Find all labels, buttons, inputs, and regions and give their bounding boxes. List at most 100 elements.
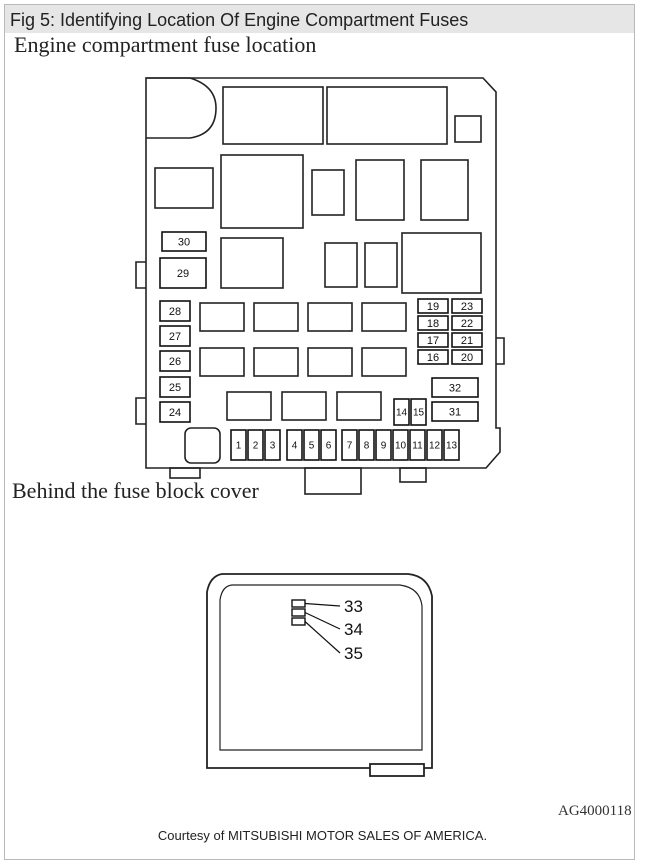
cover-fuse-33: 33 xyxy=(291,597,363,616)
relay-right-1 xyxy=(355,159,405,221)
fuse-label: 26 xyxy=(169,356,181,368)
fuse-label: 19 xyxy=(427,301,439,313)
fuse-block-foot-center xyxy=(304,467,362,495)
cover-fuse-35: 35 xyxy=(291,617,363,663)
fuse-label: 30 xyxy=(178,236,190,248)
fuse-23: 23 xyxy=(451,298,483,314)
relay-row3-3 xyxy=(336,391,382,421)
fuse-17: 17 xyxy=(417,332,449,348)
relay-small-top-right xyxy=(454,115,482,143)
relay-mid-1 xyxy=(324,242,358,288)
fuse-20: 20 xyxy=(451,349,483,365)
relay-row2-1 xyxy=(199,347,245,377)
fuse-30: 30 xyxy=(161,231,207,252)
fuse-label: 6 xyxy=(326,441,332,452)
figure-title: Fig 5: Identifying Location Of Engine Co… xyxy=(10,10,469,30)
fuse-label: 24 xyxy=(169,407,181,419)
relay-row1-3 xyxy=(307,302,353,332)
fuse-4: 4 xyxy=(286,429,303,461)
fuse-3: 3 xyxy=(264,429,281,461)
fuse-label: 21 xyxy=(461,335,473,347)
fuse-label: 11 xyxy=(412,441,423,452)
fuse-label: 7 xyxy=(347,441,353,452)
fuse-6: 6 xyxy=(320,429,337,461)
title-bar xyxy=(5,5,634,33)
relay-center-large xyxy=(220,154,304,229)
corner-cutout xyxy=(146,77,217,139)
fuse-label: 16 xyxy=(427,352,439,364)
fuse-label: 12 xyxy=(429,441,441,452)
fuse-label: 9 xyxy=(381,441,387,452)
fuse-label: 8 xyxy=(364,441,370,452)
fuse-block-outline xyxy=(145,77,501,469)
cover-fuse-label: 33 xyxy=(344,597,363,616)
relay-row1-1 xyxy=(199,302,245,332)
fuse-label: 32 xyxy=(449,382,461,394)
relay-top-1 xyxy=(222,86,324,145)
fuse-13: 13 xyxy=(443,429,460,461)
fuse-9: 9 xyxy=(375,429,392,461)
fuse-22: 22 xyxy=(451,315,483,331)
fuse-label: 23 xyxy=(461,301,473,313)
fuse-label: 22 xyxy=(461,318,473,330)
cover-latch xyxy=(369,763,425,777)
fuse-11: 11 xyxy=(409,429,426,461)
relay-row3-1 xyxy=(226,391,272,421)
relay-row2-2 xyxy=(253,347,299,377)
fuse-label: 25 xyxy=(169,382,181,394)
fuse-block-foot-right xyxy=(399,467,427,483)
fuse-label: 10 xyxy=(395,441,407,452)
fuse-label: 17 xyxy=(427,335,439,347)
fuse-label: 5 xyxy=(309,441,315,452)
fuse-label: 4 xyxy=(292,441,298,452)
fuse-14: 14 xyxy=(393,398,410,426)
fuse-label: 29 xyxy=(177,268,189,280)
fuse-label: 31 xyxy=(449,406,461,418)
fuse-block-tab-left-a xyxy=(135,261,146,289)
relay-mid-right xyxy=(401,232,482,294)
fuse-label: 20 xyxy=(461,352,473,364)
fuse-label: 2 xyxy=(253,441,259,452)
fuse-8: 8 xyxy=(358,429,375,461)
fuse-1: 1 xyxy=(230,429,247,461)
fuse-2: 2 xyxy=(247,429,264,461)
fuse-block-tab-right xyxy=(496,337,505,365)
bottom-left-block xyxy=(184,427,221,464)
image-code: AG4000118 xyxy=(558,803,632,819)
fuse-25: 25 xyxy=(159,376,191,398)
relay-left xyxy=(154,167,214,209)
cover-heading: Behind the fuse block cover xyxy=(12,478,259,503)
fuse-28: 28 xyxy=(159,300,191,322)
fuse-19: 19 xyxy=(417,298,449,314)
fuse-label: 3 xyxy=(270,441,276,452)
relay-row3-2 xyxy=(281,391,327,421)
fuse-10: 10 xyxy=(392,429,409,461)
fuse-label: 28 xyxy=(169,306,181,318)
relay-row1-2 xyxy=(253,302,299,332)
relay-right-2 xyxy=(420,159,469,221)
fuse-label: 18 xyxy=(427,318,439,330)
fuse-block-foot-left xyxy=(169,467,201,479)
fuse-5: 5 xyxy=(303,429,320,461)
relay-row2-4 xyxy=(361,347,407,377)
relay-top-2 xyxy=(326,86,448,145)
cover-outline-outer xyxy=(206,573,433,769)
fuse-7: 7 xyxy=(341,429,358,461)
fuse-15: 15 xyxy=(410,398,427,426)
fuse-18: 18 xyxy=(417,315,449,331)
fuse-24: 24 xyxy=(159,401,191,423)
fuse-label: 14 xyxy=(396,408,408,419)
cover-outline-inner xyxy=(219,584,423,751)
fuse-block-tab-left-b xyxy=(135,397,146,425)
fuse-27: 27 xyxy=(159,325,191,347)
engine-fuse-heading: Engine compartment fuse location xyxy=(14,32,317,57)
cover-fuse-label: 34 xyxy=(344,620,363,639)
fuse-26: 26 xyxy=(159,350,191,372)
cover-fuse-34: 34 xyxy=(291,608,363,639)
fuse-label: 27 xyxy=(169,331,181,343)
relay-row2-3 xyxy=(307,347,353,377)
fuse-21: 21 xyxy=(451,332,483,348)
